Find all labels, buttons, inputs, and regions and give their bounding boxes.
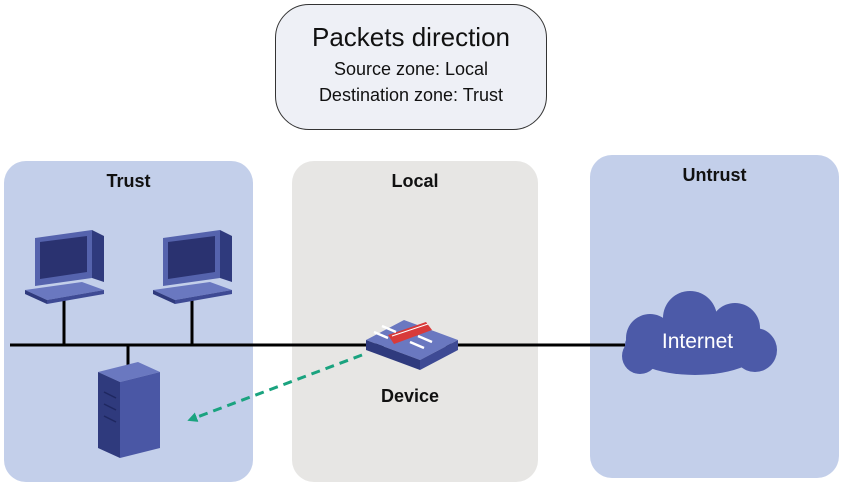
internet-cloud-icon	[622, 291, 777, 375]
zone-title-local: Local	[391, 171, 439, 191]
internet-label: Internet	[661, 330, 734, 353]
source-zone-text: Source zone: Local	[333, 59, 489, 79]
pc-icon-2	[153, 230, 232, 304]
packet-direction-arrow	[187, 353, 363, 422]
pc-icon-1	[25, 230, 104, 304]
device-label: Device	[380, 386, 440, 406]
firewall-device-icon	[366, 320, 458, 370]
zone-title-trust: Trust	[106, 171, 151, 191]
callout-title: Packets direction	[312, 22, 510, 52]
packet-direction-callout: Packets direction Source zone: Local Des…	[275, 4, 547, 130]
destination-zone-text: Destination zone: Trust	[318, 85, 504, 105]
zone-local: Local	[292, 161, 538, 482]
server-icon	[98, 362, 160, 458]
zone-title-untrust: Untrust	[682, 165, 747, 185]
